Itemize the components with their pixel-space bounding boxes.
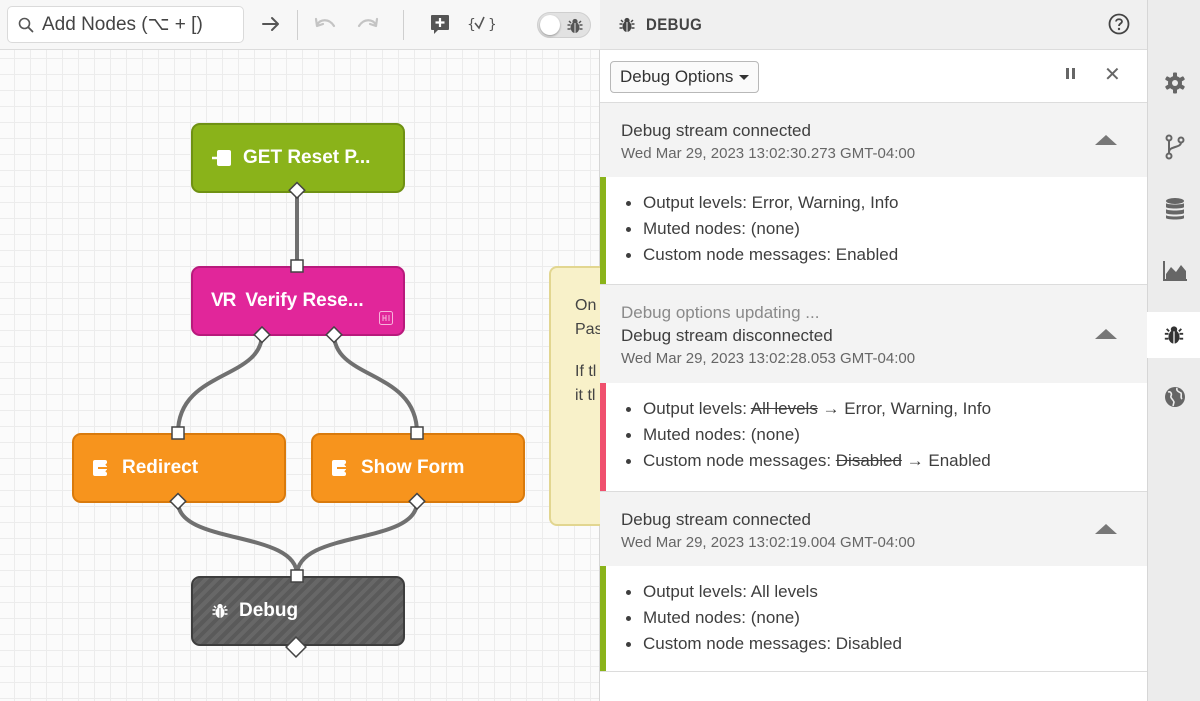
endpoint-icon [211, 149, 233, 167]
bug-icon [211, 602, 229, 620]
output-icon [331, 459, 351, 477]
branch-icon[interactable] [1148, 124, 1200, 170]
collapse-icon[interactable] [1095, 135, 1117, 145]
entry-body: Output levels: All levels → Error, Warni… [600, 383, 1147, 491]
redo-icon[interactable] [353, 10, 381, 38]
list-item: Output levels: Error, Warning, Info [626, 190, 1147, 216]
debug-entry: Debug stream connected Wed Mar 29, 2023 … [600, 492, 1147, 672]
collapse-icon[interactable] [1095, 524, 1117, 534]
pause-icon[interactable] [1066, 68, 1075, 79]
node-show-form[interactable]: Show Form [311, 433, 525, 503]
collapse-icon[interactable] [1095, 329, 1117, 339]
globe-icon[interactable] [1148, 374, 1200, 420]
add-note-icon[interactable] [426, 10, 454, 38]
variables-icon[interactable]: {} [466, 10, 496, 38]
gear-icon[interactable] [1148, 60, 1200, 106]
node-verify-reset[interactable]: VR Verify Rese... [191, 266, 405, 336]
node-prefix: VR [211, 290, 236, 311]
area-chart-icon[interactable] [1148, 248, 1200, 294]
node-label: Verify Rese... [245, 290, 364, 311]
entry-header[interactable]: Debug options updating ... Debug stream … [600, 285, 1147, 383]
toolbar-divider [403, 10, 404, 40]
entry-body: Output levels: All levels Muted nodes: (… [600, 566, 1147, 671]
connection-redirect-debug [176, 500, 299, 577]
entry-timestamp: Wed Mar 29, 2023 13:02:30.273 GMT-04:00 [621, 145, 916, 162]
toggle-knob [540, 15, 560, 35]
panel-title: DEBUG [646, 14, 703, 34]
output-icon [92, 459, 112, 477]
list-item: Output levels: All levels → Error, Warni… [626, 396, 1147, 422]
debug-options-dropdown[interactable]: Debug Options [610, 61, 760, 93]
dropdown-label: Debug Options [620, 67, 734, 86]
add-nodes-search[interactable]: Add Nodes (⌥ + [) [7, 6, 244, 43]
list-item: Muted nodes: (none) [626, 216, 1147, 242]
note-line: it tl [575, 387, 596, 404]
help-icon[interactable] [1108, 13, 1130, 35]
connection-verify-showform [332, 332, 419, 435]
bug-icon[interactable] [1147, 312, 1200, 358]
entry-header[interactable]: Debug stream connected Wed Mar 29, 2023 … [600, 492, 1147, 566]
entry-title: Debug stream connected [621, 121, 811, 140]
toolbar-divider [297, 10, 298, 40]
connection-verify-redirect [176, 332, 264, 435]
list-item: Custom node messages: Disabled [626, 631, 1147, 657]
debug-toggle[interactable] [537, 12, 591, 38]
note-line: If tl [575, 363, 597, 380]
entry-title: Debug stream disconnected [621, 326, 833, 345]
node-label: Show Form [361, 457, 465, 478]
list-item: Muted nodes: (none) [626, 605, 1147, 631]
status-bar-connected [600, 492, 606, 671]
node-redirect[interactable]: Redirect [72, 433, 286, 503]
list-item: Custom node messages: Disabled → Enabled [626, 448, 1147, 474]
close-icon[interactable]: ✕ [1104, 64, 1121, 86]
connection-showform-debug [295, 500, 419, 577]
node-get-reset-password[interactable]: GET Reset P... [191, 123, 405, 193]
undo-icon[interactable] [312, 10, 340, 38]
list-item: Output levels: All levels [626, 579, 1147, 605]
database-icon[interactable] [1148, 186, 1200, 232]
entry-pre-title: Debug options updating ... [621, 303, 820, 322]
debug-panel-header: DEBUG [600, 0, 1147, 50]
search-placeholder: Add Nodes (⌥ + [) [42, 14, 203, 35]
svg-text:{: { [467, 17, 476, 33]
status-bar-connected [600, 103, 606, 284]
debug-panel-controls: Debug Options ✕ [600, 50, 1147, 103]
search-icon [18, 17, 34, 32]
caret-down-icon [739, 74, 750, 80]
debug-panel: DEBUG Debug Options ✕ Debug stream conne… [599, 0, 1147, 701]
function-icon [379, 311, 393, 325]
workflow-canvas[interactable]: Add Nodes (⌥ + [) {} [0, 0, 600, 701]
list-item: Muted nodes: (none) [626, 422, 1147, 448]
entry-title: Debug stream connected [621, 510, 811, 529]
note-line: On [575, 297, 597, 314]
entry-body: Output levels: Error, Warning, Info Mute… [600, 177, 1147, 284]
node-label: Redirect [122, 457, 199, 478]
node-debug[interactable]: Debug [191, 576, 405, 646]
entry-header[interactable]: Debug stream connected Wed Mar 29, 2023 … [600, 103, 1147, 177]
debug-entry: Debug options updating ... Debug stream … [600, 285, 1147, 492]
entry-timestamp: Wed Mar 29, 2023 13:02:28.053 GMT-04:00 [621, 350, 916, 367]
note-line: Pas [575, 321, 600, 338]
node-label: Debug [239, 600, 299, 621]
entry-timestamp: Wed Mar 29, 2023 13:02:19.004 GMT-04:00 [621, 534, 916, 551]
right-sidebar [1147, 0, 1200, 701]
debug-entry: Debug stream connected Wed Mar 29, 2023 … [600, 103, 1147, 285]
list-item: Custom node messages: Enabled [626, 242, 1147, 268]
bug-icon [619, 17, 635, 32]
node-label: GET Reset P... [243, 147, 371, 168]
canvas-toolbar: Add Nodes (⌥ + [) {} [0, 0, 600, 50]
status-bar-disconnected [600, 285, 606, 491]
bug-icon [567, 18, 583, 33]
svg-text:}: } [488, 17, 495, 33]
arrow-right-icon[interactable] [257, 10, 285, 38]
